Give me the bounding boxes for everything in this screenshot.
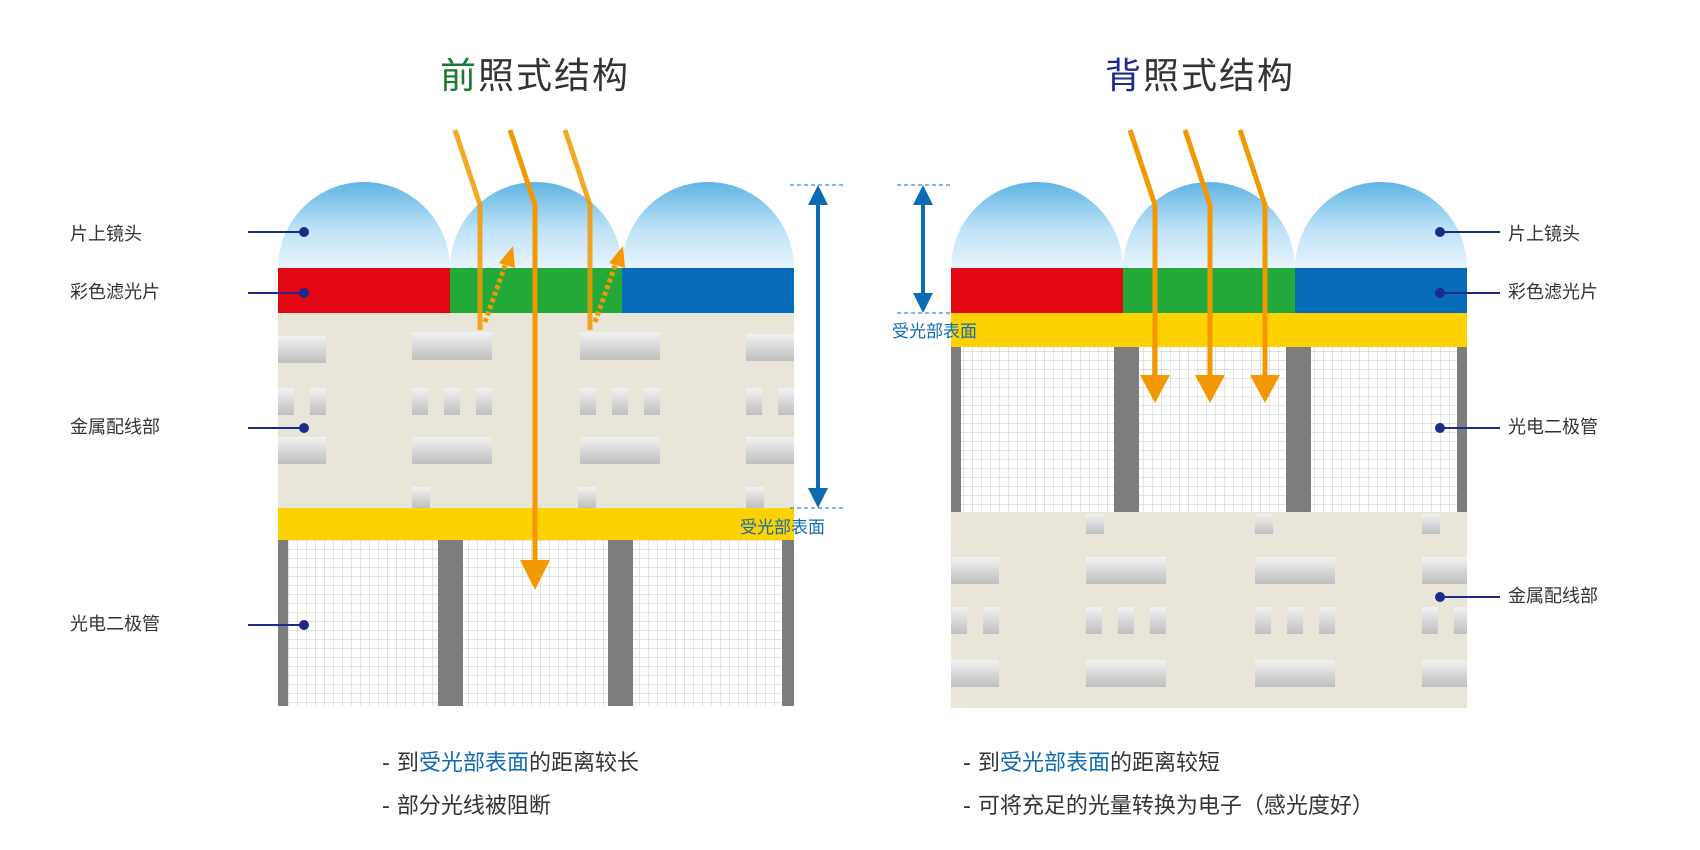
front-wiring-dot [299,423,309,433]
back-lens-1 [951,182,1123,268]
front-label-photodiode: 光电二极管 [70,614,160,635]
front-label-lens: 片上镜头 [70,224,142,245]
back-lens-3 [1295,182,1467,268]
front-light-rays [452,129,593,560]
front-title: 前照式结构 [440,47,630,99]
front-title-rest: 照式结构 [478,56,631,97]
back-title-rest: 照式结构 [1143,56,1296,97]
back-wiring-dot [1435,592,1445,602]
back-filter-dot [1435,288,1445,298]
back-leader-lines [1440,231,1500,598]
back-label-wiring: 金属配线部 [1508,586,1598,607]
front-filter-blue [622,268,794,313]
back-structure [897,129,1500,708]
front-bullet-1-highlight: 受光部表面 [418,751,529,776]
back-wiring-blocks [951,514,1467,687]
front-photodiode-separators [278,540,794,706]
back-bullet-1-prefix: - 到 [963,751,1000,776]
front-bullet-1-suffix: 的距离较长 [528,751,639,776]
front-lens-1 [278,182,450,268]
back-light-rays [1127,129,1268,375]
front-ray-arrowhead [520,560,550,590]
back-bullet-2-text: - 可将充足的光量转换为电子（感光度好） [963,794,1374,819]
back-title: 背照式结构 [1105,47,1295,99]
front-leader-lines [248,231,303,626]
back-photodiode-separators [951,347,1467,512]
back-distance-arrow [897,184,950,314]
back-surface-label: 受光部表面 [892,322,977,342]
front-wiring-blocks [278,332,794,508]
front-structure [248,129,845,706]
front-filter-dot [299,288,309,298]
front-reflected-rays [482,262,619,323]
back-bullet-2: - 可将充足的光量转换为电子（感光度好） [963,788,1374,820]
front-label-wiring: 金属配线部 [70,417,160,438]
back-wiring-layer [951,512,1467,708]
back-filter-red [951,268,1123,313]
front-title-accent: 前 [440,56,479,97]
front-bullet-2: - 部分光线被阻断 [382,788,551,820]
front-bullet-1-prefix: - 到 [382,751,419,776]
back-ray-arrowheads [1140,375,1280,403]
back-label-filter: 彩色滤光片 [1508,282,1598,303]
back-label-photodiode: 光电二极管 [1508,417,1598,438]
back-label-lens: 片上镜头 [1508,224,1580,245]
front-distance-arrow [790,184,845,509]
back-photodiode-dot [1435,423,1445,433]
front-label-filter: 彩色滤光片 [70,282,160,303]
front-lens-3 [622,182,794,268]
back-title-accent: 背 [1105,56,1144,97]
front-surface-label: 受光部表面 [740,518,825,538]
front-bullet-2-text: - 部分光线被阻断 [382,794,551,819]
back-bullet-1: - 到受光部表面的距离较短 [963,745,1220,777]
back-lens-dot [1435,227,1445,237]
front-photodiode-dot [299,620,309,630]
front-bullet-1: - 到受光部表面的距离较长 [382,745,639,777]
front-lens-dot [299,227,309,237]
back-bullet-1-highlight: 受光部表面 [999,751,1110,776]
back-bullet-1-suffix: 的距离较短 [1109,751,1220,776]
